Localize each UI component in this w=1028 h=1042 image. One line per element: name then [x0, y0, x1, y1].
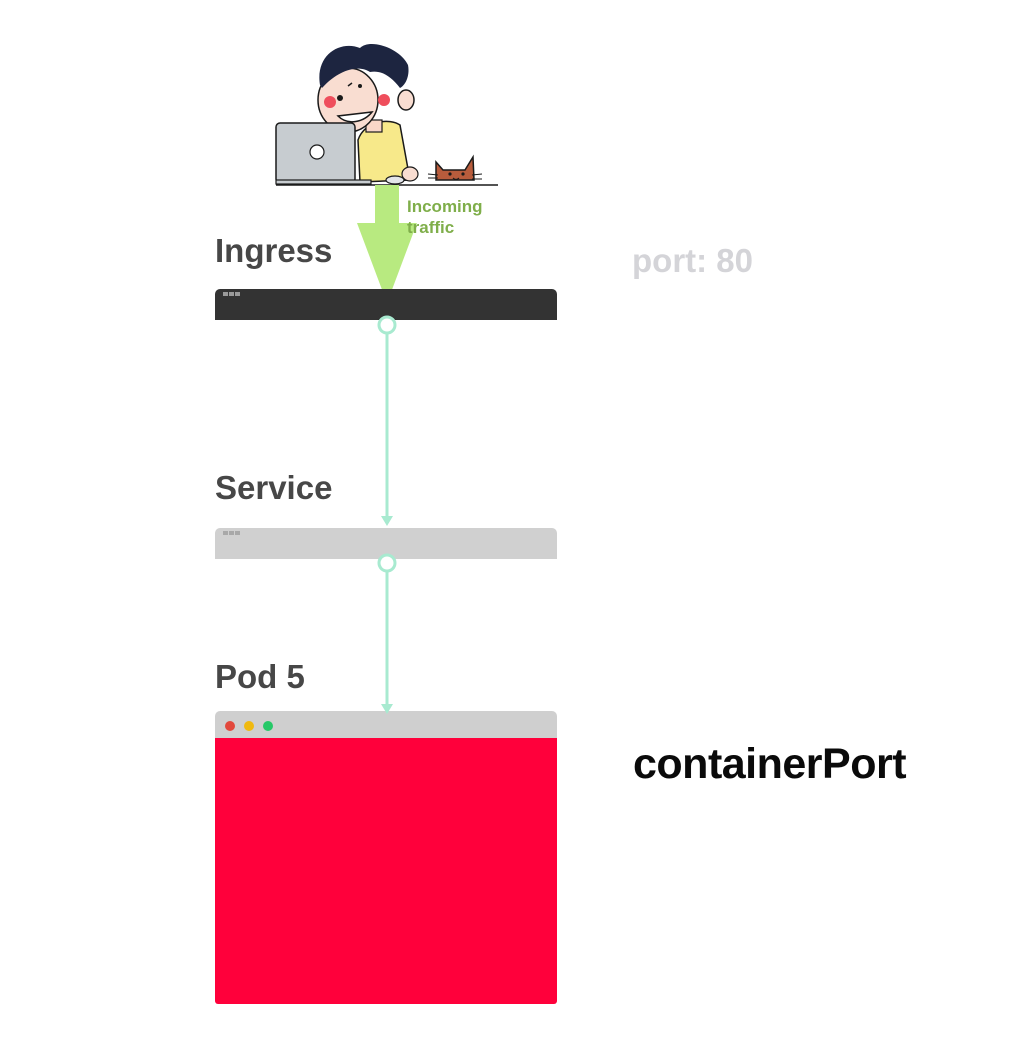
pod-title: Pod 5 — [215, 658, 305, 695]
incoming-traffic-arrow — [357, 185, 417, 303]
pod-window-body — [215, 738, 557, 1004]
window-maximize-dot — [263, 721, 273, 731]
service-bar-dots — [223, 531, 240, 535]
ingress-title: Ingress — [215, 232, 333, 269]
incoming-traffic-line-2: traffic — [407, 218, 455, 237]
ingress-bar-dots — [223, 292, 240, 296]
ingress-bar — [215, 289, 557, 320]
port-label: port: 80 — [632, 242, 754, 279]
developer-illustration — [275, 44, 498, 186]
pod-arrowhead — [381, 704, 393, 714]
window-minimize-dot — [244, 721, 254, 731]
incoming-traffic-line-1: Incoming — [407, 197, 483, 216]
service-arrowhead — [381, 516, 393, 526]
service-title: Service — [215, 469, 333, 506]
incoming-traffic-label: Incoming traffic — [407, 196, 483, 238]
pod-window-titlebar — [215, 711, 557, 739]
window-close-dot — [225, 721, 235, 731]
ingress-connector-ring-icon — [377, 315, 397, 335]
service-connector-ring-icon — [377, 553, 397, 573]
container-port-label: containerPort — [633, 740, 907, 788]
